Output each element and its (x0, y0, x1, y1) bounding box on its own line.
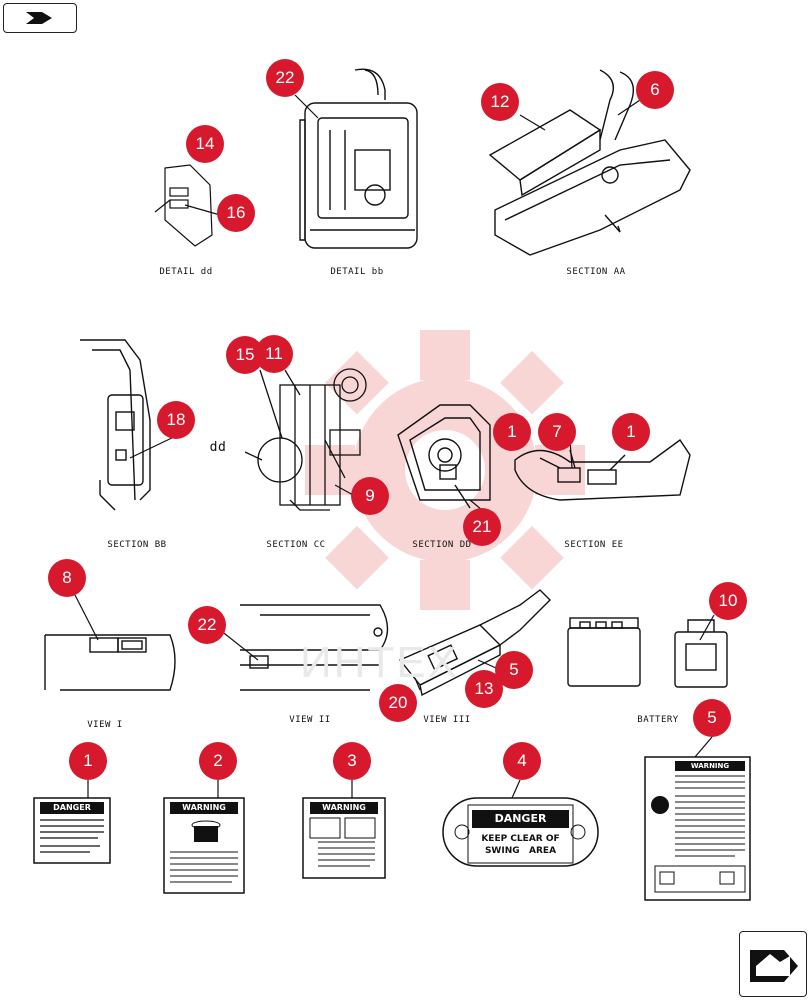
callout-22-mid[interactable]: 22 (188, 606, 226, 644)
decal-4-label: DANGER (494, 812, 547, 825)
callout-22-top[interactable]: 22 (266, 59, 304, 97)
caption-view-ii: VIEW II (289, 715, 331, 725)
callout-8[interactable]: 8 (48, 559, 86, 597)
section-aa-drawing (488, 69, 691, 256)
caption-view-iii: VIEW III (423, 715, 471, 725)
callout-decal-5[interactable]: 5 (693, 699, 731, 737)
caption-section-dd: SECTION DD (412, 540, 472, 550)
decal-3-drawing (302, 797, 386, 879)
callout-18[interactable]: 18 (157, 401, 195, 439)
callout-decal-4[interactable]: 4 (503, 742, 541, 780)
decal-4-line2: SWING AREA (484, 846, 557, 856)
caption-section-aa: SECTION AA (566, 267, 626, 277)
section-cc-drawing (244, 368, 367, 511)
decal-1-drawing (33, 797, 111, 864)
arrow-forward-icon (750, 950, 798, 982)
caption-section-cc: SECTION CC (266, 540, 326, 550)
callout-7[interactable]: 7 (538, 413, 576, 451)
detail-dd-drawing (154, 164, 213, 247)
watermark-text: ИНТЕХ (300, 638, 459, 687)
caption-battery: BATTERY (637, 715, 679, 725)
section-ee-drawing (514, 439, 691, 501)
decal-2-label: WARNING (182, 803, 226, 812)
arrow-back-icon (26, 12, 52, 24)
callout-20[interactable]: 20 (379, 684, 417, 722)
decal-5-drawing (644, 756, 751, 901)
back-button[interactable] (3, 3, 77, 33)
section-dd-drawing (397, 404, 491, 509)
callout-1-left[interactable]: 1 (493, 413, 531, 451)
leader-lines (74, 94, 715, 799)
callout-16[interactable]: 16 (217, 194, 255, 232)
callout-1-right[interactable]: 1 (612, 413, 650, 451)
view-iii-drawing (398, 589, 551, 697)
callout-decal-1[interactable]: 1 (69, 742, 107, 780)
caption-view-i: VIEW I (87, 720, 123, 730)
caption-detail-dd: DETAIL dd (159, 267, 213, 277)
caption-detail-bb: DETAIL bb (330, 267, 384, 277)
next-button[interactable] (739, 931, 807, 997)
gear-watermark (305, 330, 585, 610)
detail-bb-drawing (299, 68, 418, 249)
callout-decal-2[interactable]: 2 (199, 742, 237, 780)
callout-6[interactable]: 6 (636, 71, 674, 109)
caption-section-bb: SECTION BB (107, 540, 167, 550)
callout-13[interactable]: 13 (465, 670, 503, 708)
decal-3-label: WARNING (322, 803, 366, 812)
callout-12[interactable]: 12 (481, 83, 519, 121)
callout-21[interactable]: 21 (463, 508, 501, 546)
callout-10[interactable]: 10 (709, 582, 747, 620)
callout-14[interactable]: 14 (186, 125, 224, 163)
callout-decal-3[interactable]: 3 (333, 742, 371, 780)
decal-2-drawing (163, 797, 245, 894)
battery-drawing (567, 617, 728, 688)
view-i-drawing (44, 634, 176, 691)
dd-pointer-label: dd (209, 440, 227, 455)
decal-1-label: DANGER (53, 803, 91, 812)
callout-11[interactable]: 11 (255, 335, 293, 373)
decal-5-label: WARNING (690, 762, 730, 770)
decal-4-drawing (442, 797, 599, 867)
caption-section-ee: SECTION EE (564, 540, 624, 550)
callout-9[interactable]: 9 (351, 477, 389, 515)
view-ii-drawing (240, 604, 389, 691)
section-bb-drawing (80, 339, 151, 511)
decal-4-line1: KEEP CLEAR OF (481, 834, 560, 844)
